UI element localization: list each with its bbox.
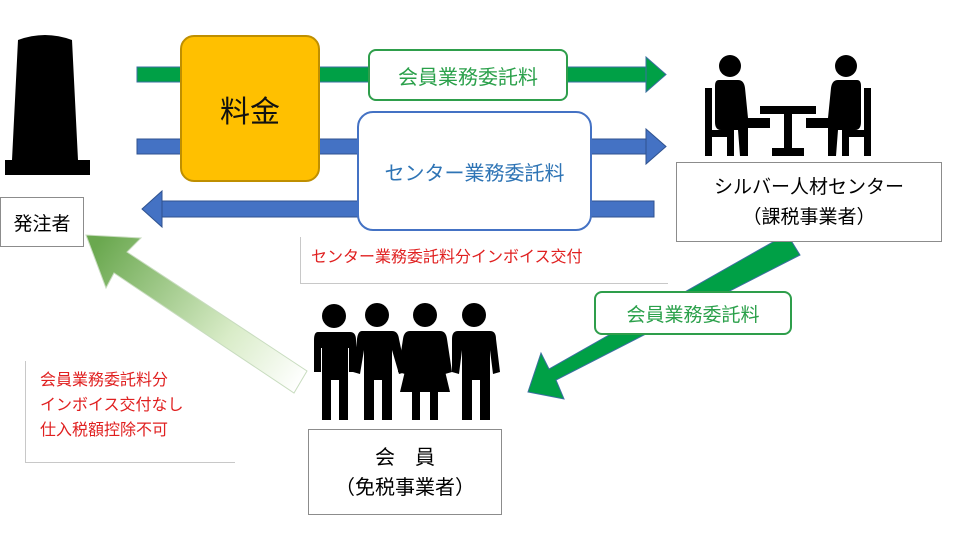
client-label: 発注者 (0, 197, 84, 247)
no-invoice-line-1: 会員業務委託料分 (40, 370, 169, 389)
no-invoice-arrow (85, 234, 308, 394)
no-invoice-line-2: インボイス交付なし (40, 395, 184, 414)
silver-center-name: シルバー人材センター (713, 176, 904, 198)
member-fee-label-top: 会員業務委託料 (368, 49, 568, 101)
building-silhouette-icon (5, 35, 90, 175)
fee-label: 料金 (220, 94, 280, 130)
silver-center-label: シルバー人材センター （課税事業者） (676, 162, 942, 242)
center-fee-box: センター業務委託料 (357, 111, 592, 231)
people-group-icon (314, 303, 500, 420)
meeting-table-icon (705, 55, 871, 156)
center-invoice-note: センター業務委託料分インボイス交付 (300, 237, 668, 284)
member-fee-text-top: 会員業務委託料 (398, 64, 538, 89)
fee-box: 料金 (180, 35, 320, 182)
member-label: 会 員 （免税事業者） (308, 429, 502, 515)
center-fee-text: センター業務委託料 (384, 160, 565, 185)
member-name: 会 員 (375, 445, 435, 469)
client-name: 発注者 (13, 212, 71, 235)
center-invoice-text: センター業務委託料分インボイス交付 (311, 247, 583, 266)
member-no-invoice-note: 会員業務委託料分 インボイス交付なし 仕入税額控除不可 (25, 361, 235, 463)
member-status: （免税事業者） (335, 475, 475, 499)
silver-center-status: （課税事業者） (742, 206, 876, 228)
member-fee-text-right: 会員業務委託料 (626, 303, 760, 326)
no-invoice-line-3: 仕入税額控除不可 (40, 420, 169, 439)
member-fee-label-right: 会員業務委託料 (594, 291, 792, 335)
